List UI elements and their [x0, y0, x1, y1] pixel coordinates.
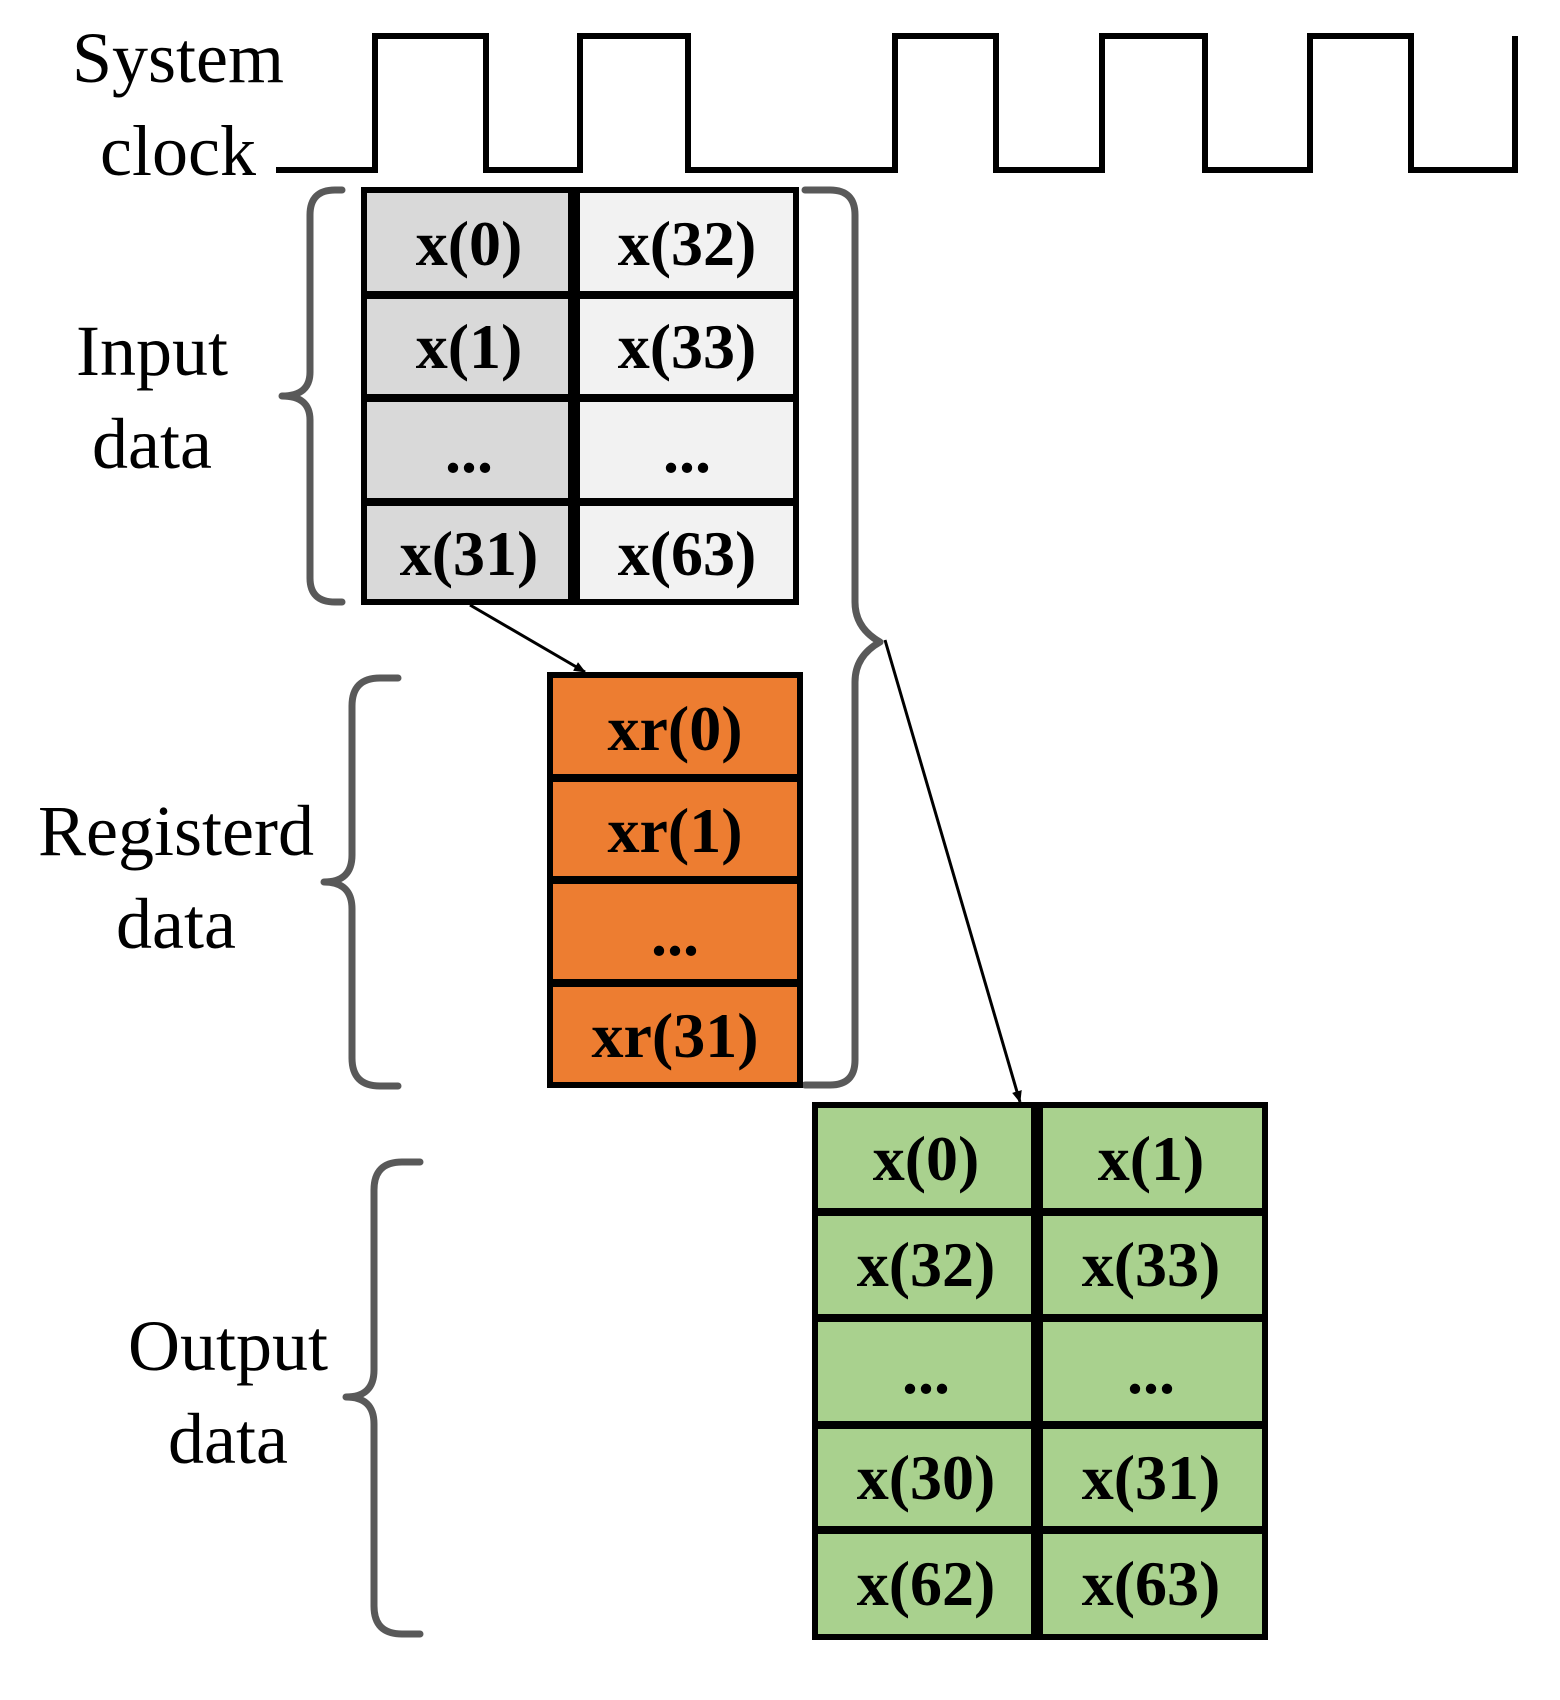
input-cell: x(31): [400, 518, 539, 589]
register-cell: ...: [651, 898, 699, 969]
output-data-brace: [342, 1158, 424, 1638]
input-to-register-arrow: [469, 603, 586, 674]
clock-label-line1: System: [72, 18, 284, 98]
output-cell: x(62): [857, 1548, 996, 1619]
input-data-label-line2: data: [92, 404, 212, 484]
output-cell: x(31): [1082, 1442, 1221, 1513]
output-cell: x(32): [857, 1229, 996, 1300]
output-cell: x(33): [1082, 1229, 1221, 1300]
registered-data-label-line2: data: [116, 884, 236, 964]
input-cell: x(63): [618, 518, 757, 589]
registered-data-table: xr(0) xr(1) ... xr(31): [547, 672, 803, 1088]
output-cell: x(63): [1082, 1548, 1221, 1619]
clock-label-line2: clock: [100, 111, 256, 191]
register-cell: xr(31): [591, 1000, 758, 1071]
output-cell: x(1): [1098, 1123, 1205, 1194]
input-cell: x(32): [618, 208, 757, 279]
input-cell: ...: [663, 415, 711, 486]
registered-data-label-line1: Registerd: [38, 791, 314, 871]
output-cell: x(30): [857, 1442, 996, 1513]
output-data-label-line2: data: [168, 1399, 288, 1479]
register-cell: xr(1): [607, 795, 742, 866]
output-cell: ...: [902, 1336, 950, 1407]
system-clock-waveform: [276, 33, 1518, 173]
input-data-brace: [278, 186, 346, 606]
input-cell: ...: [445, 415, 493, 486]
input-cell: x(0): [416, 208, 523, 279]
input-cell: x(33): [618, 311, 757, 382]
output-cell: ...: [1127, 1336, 1175, 1407]
input-data-label-line1: Input: [76, 311, 228, 391]
input-and-register-brace: [801, 186, 884, 1089]
register-to-output-arrow: [883, 639, 1022, 1103]
output-cell: x(0): [873, 1123, 980, 1194]
output-data-table: x(0) x(32) ... x(30) x(62) x(1) x(33) ..…: [812, 1102, 1268, 1640]
input-cell: x(1): [416, 311, 523, 382]
output-data-label-line1: Output: [128, 1306, 328, 1386]
registered-data-brace: [320, 674, 402, 1090]
input-data-table: x(0) x(1) ... x(31) x(32) x(33) ... x(63…: [361, 187, 799, 605]
register-cell: xr(0): [607, 693, 742, 764]
